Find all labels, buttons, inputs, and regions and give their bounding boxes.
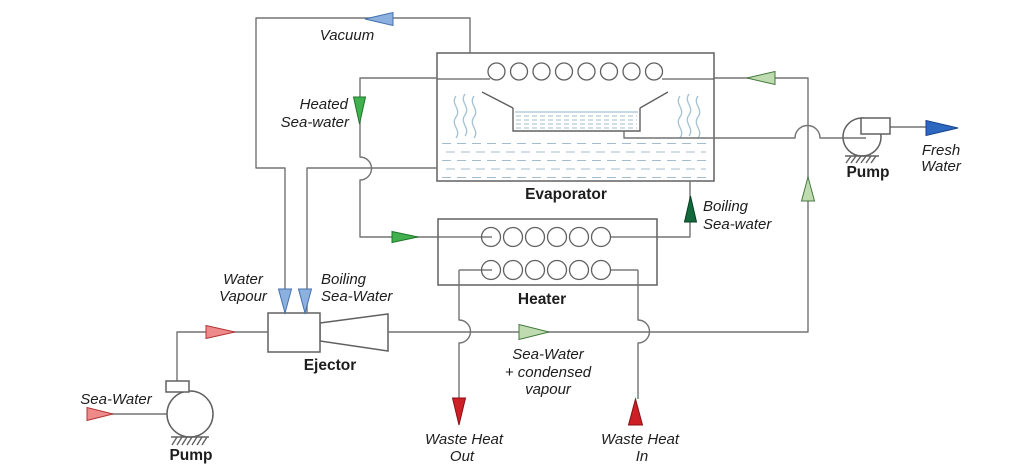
waste-heat-out-label-1: Waste Heat: [425, 431, 504, 448]
pump-left: [165, 380, 214, 446]
pump-left-base: [171, 436, 209, 446]
vacuum-arrow: [364, 11, 394, 27]
boiling-seawater-ejector-label-1: Boiling: [321, 271, 367, 288]
boiling-seawater-ejector-label-2: Sea-Water: [321, 288, 393, 305]
pump-left-outlet: [165, 380, 190, 393]
equipment-labels: Evaporator Heater Ejector Pump Pump: [169, 164, 889, 464]
vacuum-line: [255, 17, 471, 313]
ejector-diffuser: [319, 313, 389, 352]
heated-seawater-arrow: [352, 96, 367, 125]
fresh-water-line: [623, 124, 866, 139]
seawater-condensed-label-2: + condensed: [505, 364, 592, 381]
boiling-seawater-arrow: [683, 195, 698, 223]
pump-right-base: [845, 155, 879, 164]
heater-upper-coil: [438, 226, 657, 248]
coil-inlet-arrow: [746, 70, 776, 86]
fresh-water-label-2: Water: [921, 158, 962, 175]
evaporator: [436, 52, 715, 182]
stream-labels: Vacuum Heated Sea-water Water Vapour Boi…: [80, 27, 962, 465]
heated-seawater-label-1: Heated: [300, 96, 349, 113]
ejector: [267, 312, 389, 353]
waste-heat-out-arrow: [451, 397, 467, 426]
seawater-inlet-arrow: [86, 406, 114, 422]
brine-to-ejector-line: [306, 167, 437, 313]
water-vapour-label-1: Water: [223, 271, 264, 288]
condensate-funnel: [481, 91, 669, 109]
evaporator-condenser-coil: [437, 62, 714, 81]
fresh-water-arrow: [925, 119, 959, 137]
seawater-condensed-label-1: Sea-Water: [512, 346, 584, 363]
waste-heat-out-label-2: Out: [450, 448, 475, 465]
ejector-body: [267, 312, 321, 353]
riser-up-arrow: [800, 175, 816, 202]
heater-box: [437, 218, 658, 286]
pump-right: [842, 117, 891, 164]
ejector-label: Ejector: [304, 357, 357, 374]
condensate-tray: [512, 108, 641, 132]
pump-right-label: Pump: [846, 164, 889, 181]
waste-heat-out-leg: [458, 270, 472, 398]
heater-lower-coil: [459, 259, 638, 281]
pump-right-outlet: [860, 117, 891, 135]
waste-heat-in-label-1: Waste Heat: [601, 431, 680, 448]
waste-heat-in-label-2: In: [636, 448, 649, 465]
pump-left-casing: [166, 390, 214, 438]
heated-seawater-line: [359, 77, 438, 238]
flow-arrows: [86, 11, 959, 426]
heated-seawater-label-2: Sea-water: [281, 114, 350, 131]
ejector-inlet-arrow: [205, 324, 236, 340]
water-vapour-arrow: [277, 288, 293, 315]
seawater-condensed-arrow: [518, 323, 550, 341]
boiling-seawater-ejector-arrow: [297, 288, 313, 315]
boiling-seawater-label-2: Sea-water: [703, 216, 772, 233]
boiling-seawater-riser: [657, 181, 691, 238]
vapour-waves-right: [677, 93, 701, 139]
vacuum-label: Vacuum: [320, 27, 374, 44]
pump-discharge-line: [176, 331, 268, 381]
evaporator-box: [436, 52, 715, 182]
waste-heat-in-arrow: [627, 397, 644, 426]
vapour-waves-left: [453, 93, 477, 139]
pump-left-label: Pump: [169, 447, 212, 464]
heater: [437, 218, 658, 286]
fresh-water-label-1: Fresh: [922, 142, 960, 159]
evaporator-brine-pool: [442, 142, 710, 179]
evaporator-label: Evaporator: [525, 186, 607, 203]
boiling-seawater-label-1: Boiling: [703, 198, 749, 215]
heater-inlet-arrow: [391, 230, 419, 244]
heater-label: Heater: [518, 291, 566, 308]
seawater-inlet-label: Sea-Water: [80, 391, 152, 408]
waste-heat-in-leg: [637, 270, 651, 399]
seawater-condensed-label-3: vapour: [525, 381, 572, 398]
water-vapour-label-2: Vapour: [219, 288, 268, 305]
